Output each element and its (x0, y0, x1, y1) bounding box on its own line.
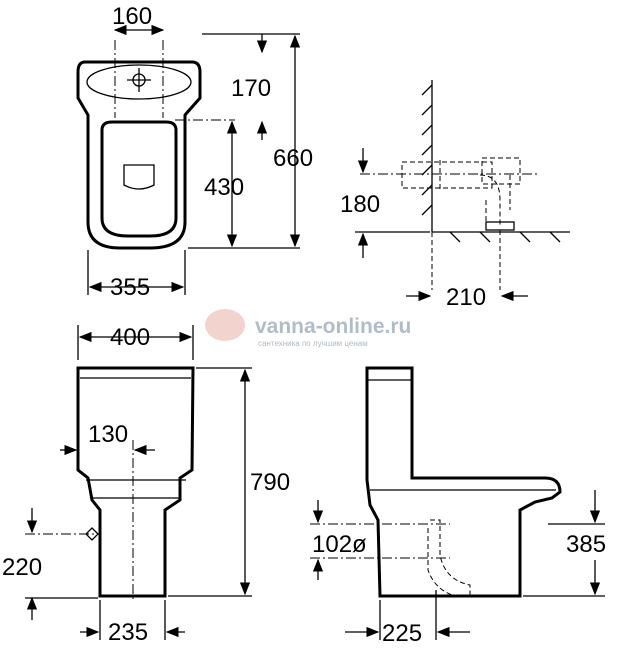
dim-height: 790 (250, 469, 290, 496)
side-view: 102ø 385 225 (310, 366, 606, 647)
dim-seat: 430 (204, 174, 244, 201)
dim-front-width: 400 (110, 324, 150, 351)
watermark-tagline: сантехника по лучшим ценам (258, 339, 368, 348)
dim-conn-height: 180 (340, 191, 380, 218)
watermark-brand: vanna-online.ru (255, 315, 411, 338)
dim-pipe: 102ø (312, 531, 367, 558)
watermark: vanna-online.ru сантехника по лучшим цен… (205, 309, 411, 348)
dim-outlet-distance: 225 (382, 620, 422, 647)
watermark-logo-icon (205, 309, 245, 341)
dim-depth: 660 (273, 145, 313, 172)
dim-top-width: 160 (112, 3, 152, 30)
dim-conn-distance: 210 (446, 284, 486, 311)
front-view: 400 130 790 220 235 (2, 324, 290, 646)
top-view: 160 170 660 430 355 (76, 3, 313, 301)
connection-view: 180 210 (340, 80, 570, 311)
dim-axis: 130 (88, 421, 128, 448)
dim-bottom-width: 355 (110, 274, 150, 301)
dim-offset: 170 (231, 75, 271, 102)
dim-base: 235 (108, 619, 148, 646)
dim-outlet-height: 385 (566, 531, 606, 558)
dim-inlet: 220 (2, 554, 42, 581)
